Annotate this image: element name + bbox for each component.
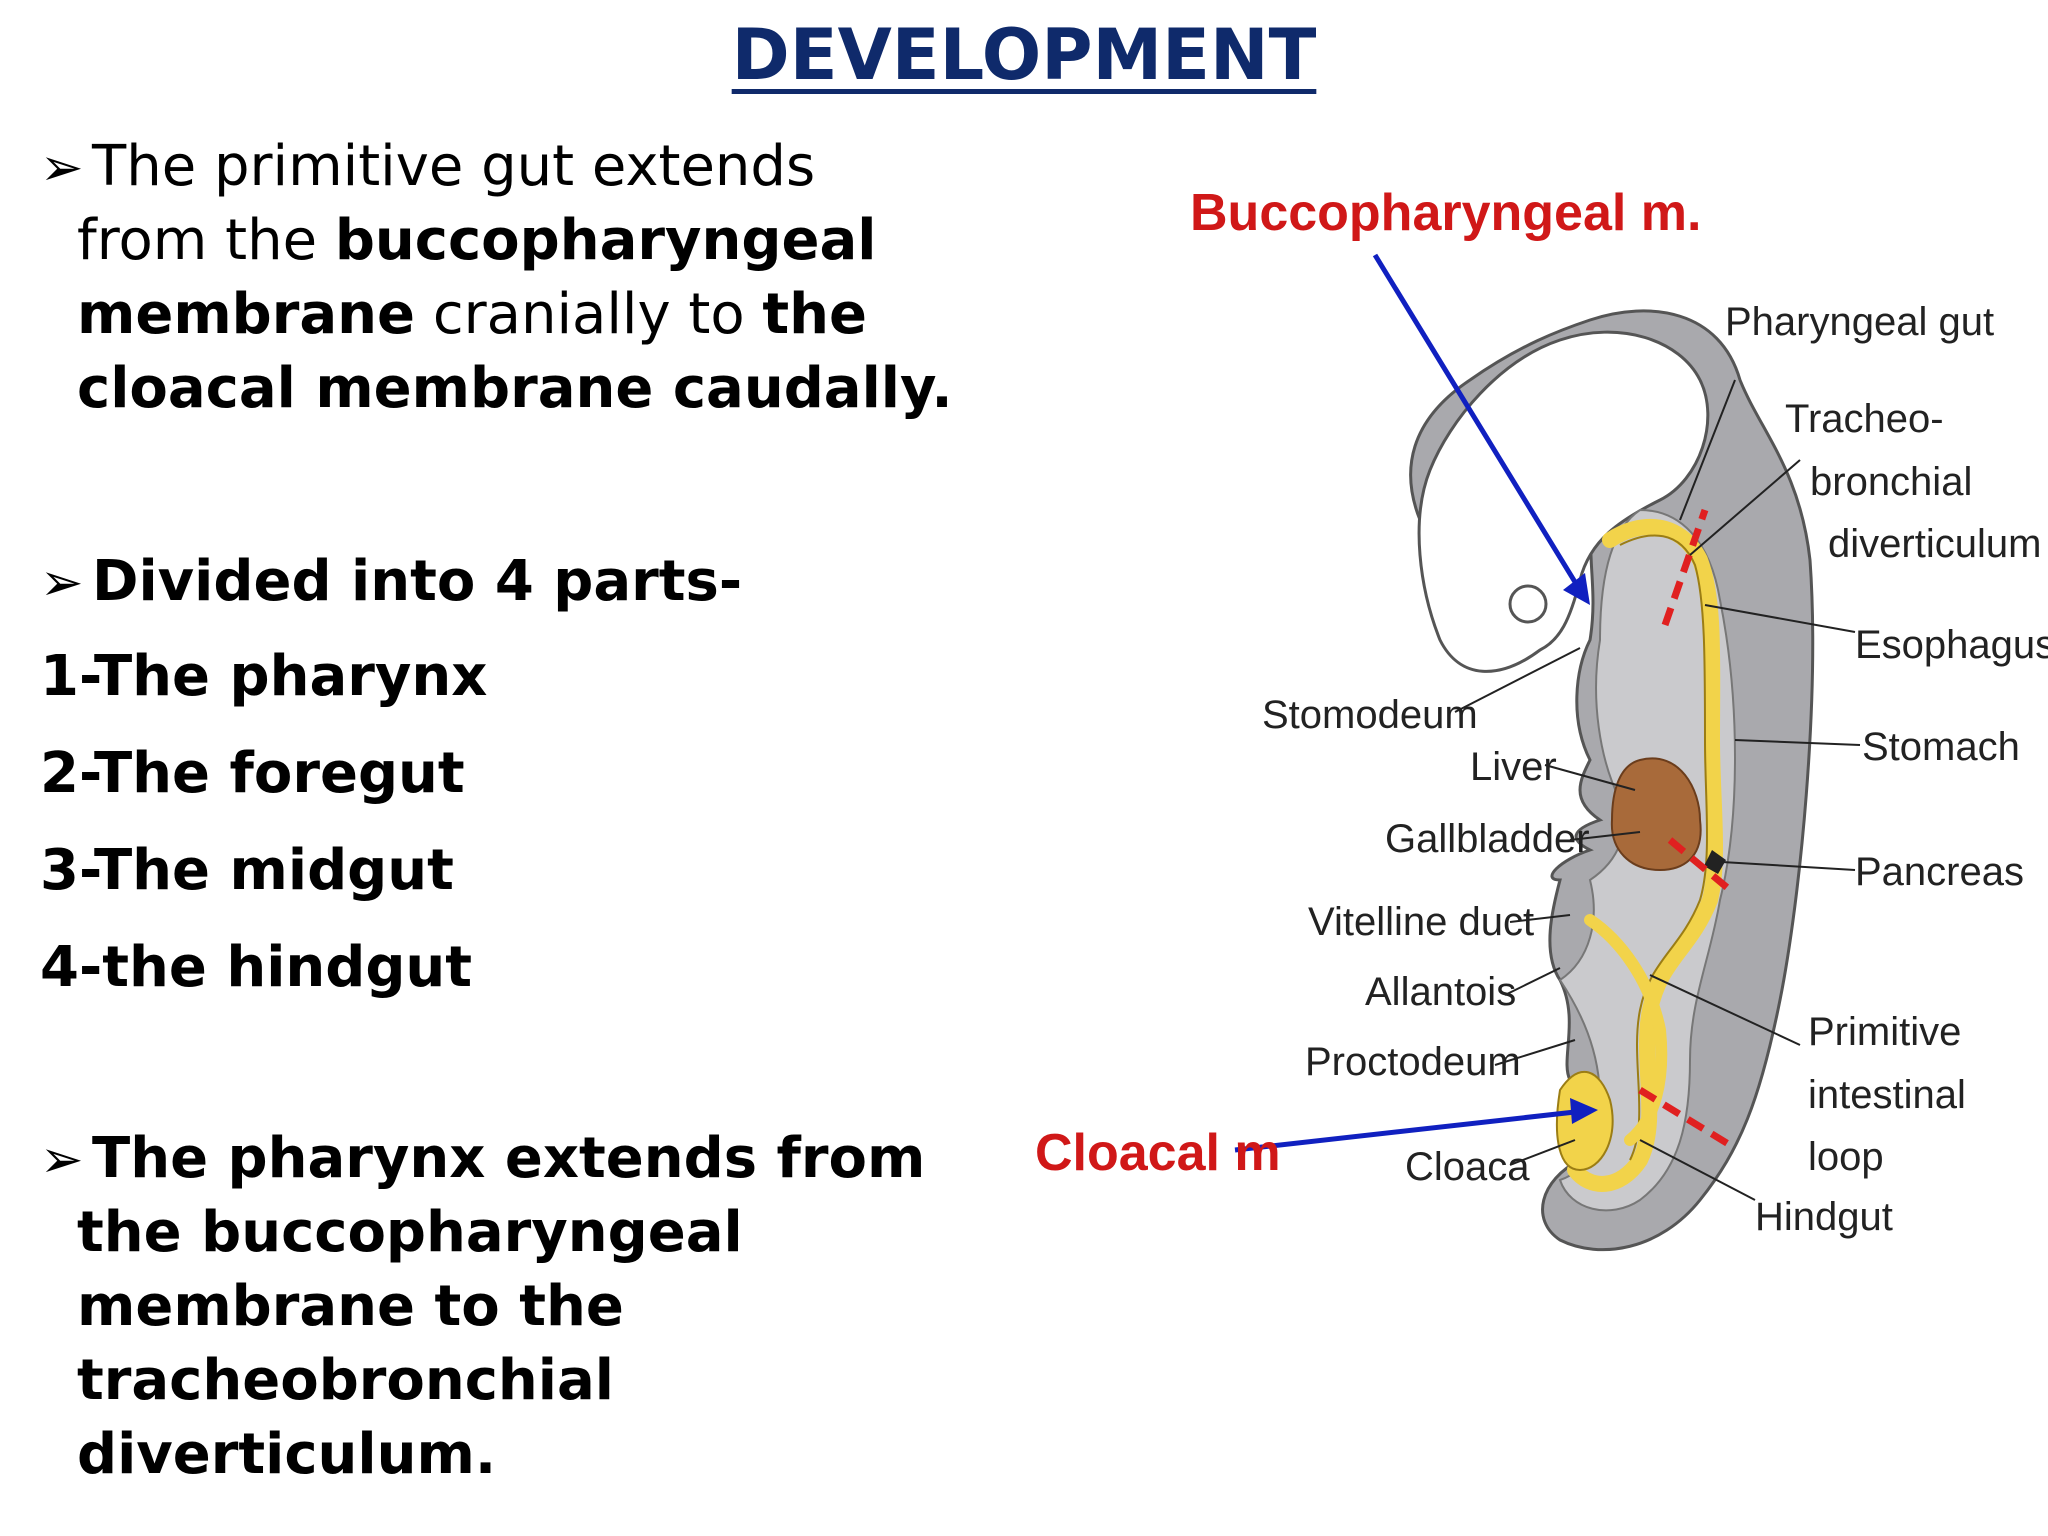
- cloaca-region: [1555, 1070, 1614, 1172]
- label-primitive-3: loop: [1808, 1135, 1884, 1179]
- intro-line-3-plain: cranially to: [415, 282, 763, 347]
- pharynx-line-5: diverticulum.: [77, 1422, 497, 1487]
- page-title: DEVELOPMENT: [731, 14, 1317, 96]
- label-cloaca: Cloaca: [1405, 1145, 1530, 1189]
- cloacal-arrow-head: [1570, 1098, 1598, 1124]
- label-primitive-2: intestinal: [1808, 1073, 1966, 1117]
- gut-lining: [1567, 519, 1724, 1192]
- label-stomodeum: Stomodeum: [1262, 693, 1478, 737]
- pharynx-line-4: tracheobronchial: [77, 1348, 614, 1413]
- intro-line-4-bold: cloacal membrane caudally.: [77, 356, 953, 421]
- cloacal-arrow-line: [1234, 1109, 1576, 1153]
- cut-line-pharynx: [1661, 508, 1709, 627]
- part-item: 3-The midgut: [40, 838, 454, 903]
- part-item: 2-The foregut: [40, 741, 465, 806]
- cut-line-midgut: [1638, 1087, 1732, 1148]
- label-liver: Liver: [1470, 745, 1557, 789]
- label-gallbladder: Gallbladder: [1385, 817, 1590, 861]
- intro-line-1: The primitive gut extends: [92, 134, 816, 199]
- gut-lining-inner: [1619, 534, 1709, 1161]
- yolk-loop-lining: [1584, 914, 1668, 1146]
- label-stomach: Stomach: [1862, 725, 2020, 769]
- pancreas-dot: [1704, 850, 1726, 874]
- label-tracheo-2: bronchial: [1810, 460, 1972, 504]
- intro-line-2-plain: from the: [77, 208, 335, 273]
- liver-shape: [1610, 757, 1702, 872]
- intro-line-2-bold: buccopharyngeal: [334, 208, 877, 273]
- embryo-head: [1417, 330, 1710, 673]
- bucco-arrow-head: [1563, 573, 1590, 605]
- parts-heading: Divided into 4 parts-: [92, 549, 743, 614]
- label-vitelline-duct: Vitelline duct: [1308, 900, 1534, 944]
- label-allantois: Allantois: [1365, 970, 1516, 1014]
- bullet-arrow-icon: ➢: [40, 553, 84, 613]
- label-proctodeum: Proctodeum: [1305, 1040, 1521, 1084]
- bullet-arrow-icon: ➢: [40, 1130, 84, 1190]
- leader-lines: [1454, 379, 1861, 1201]
- eye-circle: [1508, 584, 1548, 624]
- bullet-arrow-icon: ➢: [40, 138, 84, 198]
- part-item: 4-the hindgut: [40, 935, 473, 1000]
- label-tracheo-3: diverticulum: [1828, 522, 2041, 566]
- pharynx-line-1: The pharynx extends from: [92, 1126, 926, 1191]
- bucco-arrow-line: [1372, 253, 1578, 584]
- pharynx-line-2: the buccopharyngeal: [77, 1200, 743, 1265]
- label-tracheo-1: Tracheo-: [1785, 397, 1944, 441]
- pharynx-line-3: membrane to the: [77, 1274, 624, 1339]
- label-pharyngeal-gut: Pharyngeal gut: [1725, 300, 1994, 344]
- intro-line-3-bold: membrane: [77, 282, 416, 347]
- label-primitive-1: Primitive: [1808, 1010, 1961, 1054]
- label-pancreas: Pancreas: [1855, 850, 2024, 894]
- intro-line-3-bold-2: the: [762, 282, 868, 347]
- cloacal-callout-label: Cloacal m: [1035, 1124, 1281, 1182]
- cut-line-foregut: [1667, 837, 1733, 893]
- label-esophagus: Esophagus: [1855, 623, 2048, 667]
- bucco-callout-label: Buccopharyngeal m.: [1190, 184, 1701, 242]
- label-hindgut: Hindgut: [1755, 1195, 1893, 1239]
- part-item: 1-The pharynx: [40, 644, 488, 709]
